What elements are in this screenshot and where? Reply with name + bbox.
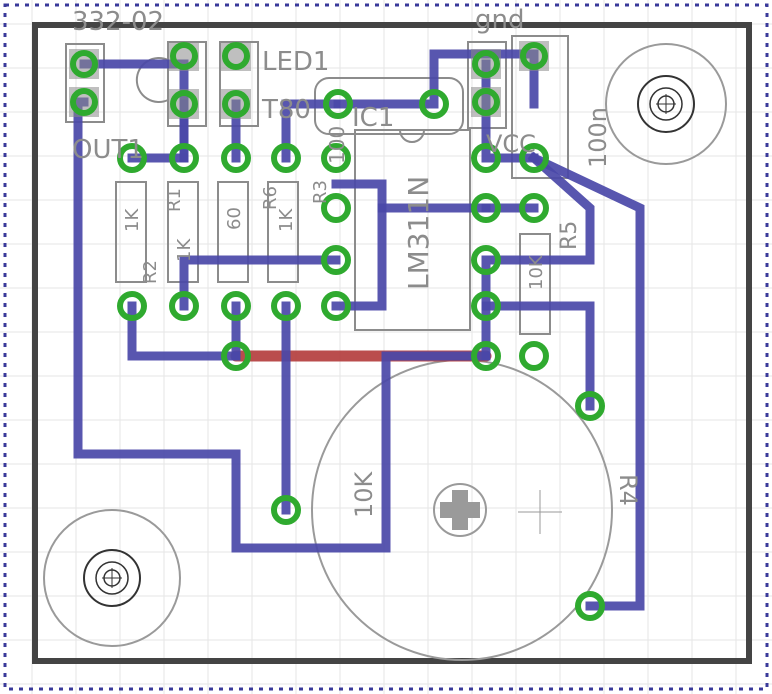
pad bbox=[471, 291, 501, 321]
pad bbox=[471, 341, 501, 371]
connector-top-label: 332-02 bbox=[72, 7, 164, 37]
pad bbox=[170, 90, 198, 118]
pad bbox=[575, 591, 605, 621]
pad bbox=[169, 291, 199, 321]
pads bbox=[69, 41, 605, 621]
r6-value-label: 1K bbox=[276, 208, 297, 232]
pad bbox=[471, 143, 501, 173]
led-label: LED1 bbox=[262, 47, 329, 77]
gnd-label: gnd bbox=[475, 5, 525, 35]
r5-label: R5 bbox=[557, 221, 582, 250]
dotted-frame bbox=[3, 3, 769, 691]
pad bbox=[519, 143, 549, 173]
pad bbox=[70, 88, 98, 116]
pad bbox=[321, 193, 351, 223]
r2-value-label: 1K bbox=[122, 208, 143, 232]
top-trace bbox=[281, 99, 341, 163]
pad bbox=[222, 90, 250, 118]
r3-text-label: 100 bbox=[325, 126, 349, 164]
top-trace bbox=[179, 255, 341, 311]
top-trace bbox=[127, 301, 241, 361]
pad bbox=[321, 245, 351, 275]
pad bbox=[471, 193, 501, 223]
out-label: OUT1 bbox=[72, 135, 144, 165]
pad bbox=[575, 391, 605, 421]
pad bbox=[520, 42, 548, 70]
mounting-hole-bottom-left bbox=[43, 509, 181, 647]
r5-value-label: 10K bbox=[526, 254, 547, 290]
pad bbox=[117, 143, 147, 173]
pad bbox=[519, 193, 549, 223]
pad bbox=[169, 143, 199, 173]
pad bbox=[221, 143, 251, 173]
top-trace bbox=[331, 179, 387, 311]
pad bbox=[271, 291, 301, 321]
mounting-hole-top-right bbox=[605, 43, 727, 165]
pad bbox=[222, 42, 250, 70]
pad bbox=[472, 50, 500, 78]
r4-label: R4 bbox=[614, 474, 642, 506]
pad bbox=[221, 341, 251, 371]
ic-label: IC1 bbox=[352, 103, 394, 133]
top-trace bbox=[528, 152, 645, 611]
pot-value-label: 10K bbox=[350, 470, 378, 518]
vcc-label: VCC bbox=[486, 130, 536, 158]
pad bbox=[472, 88, 500, 116]
r3-value-label: 60 bbox=[224, 207, 245, 230]
pad bbox=[321, 291, 351, 321]
pad bbox=[519, 341, 549, 371]
r6-label: R6 bbox=[260, 186, 281, 210]
cap-label: 100n bbox=[584, 107, 612, 168]
t80-label: T80 bbox=[261, 95, 311, 125]
r1-label: R1 bbox=[164, 188, 185, 212]
pad bbox=[419, 89, 449, 119]
pad bbox=[70, 50, 98, 78]
r2-label: R2 bbox=[140, 260, 161, 284]
top-trace bbox=[481, 301, 595, 411]
top-trace bbox=[73, 97, 491, 553]
board-outline bbox=[32, 22, 752, 664]
pad bbox=[323, 89, 353, 119]
ic-part-label: LM311N bbox=[402, 176, 435, 290]
pad bbox=[321, 143, 351, 173]
pad bbox=[271, 143, 301, 173]
pad bbox=[221, 291, 251, 321]
r1-value-label: 1K bbox=[174, 238, 195, 262]
pad bbox=[471, 245, 501, 275]
r3-label: R3 bbox=[310, 180, 331, 204]
pad bbox=[117, 291, 147, 321]
pad bbox=[271, 495, 301, 525]
pad bbox=[170, 42, 198, 70]
